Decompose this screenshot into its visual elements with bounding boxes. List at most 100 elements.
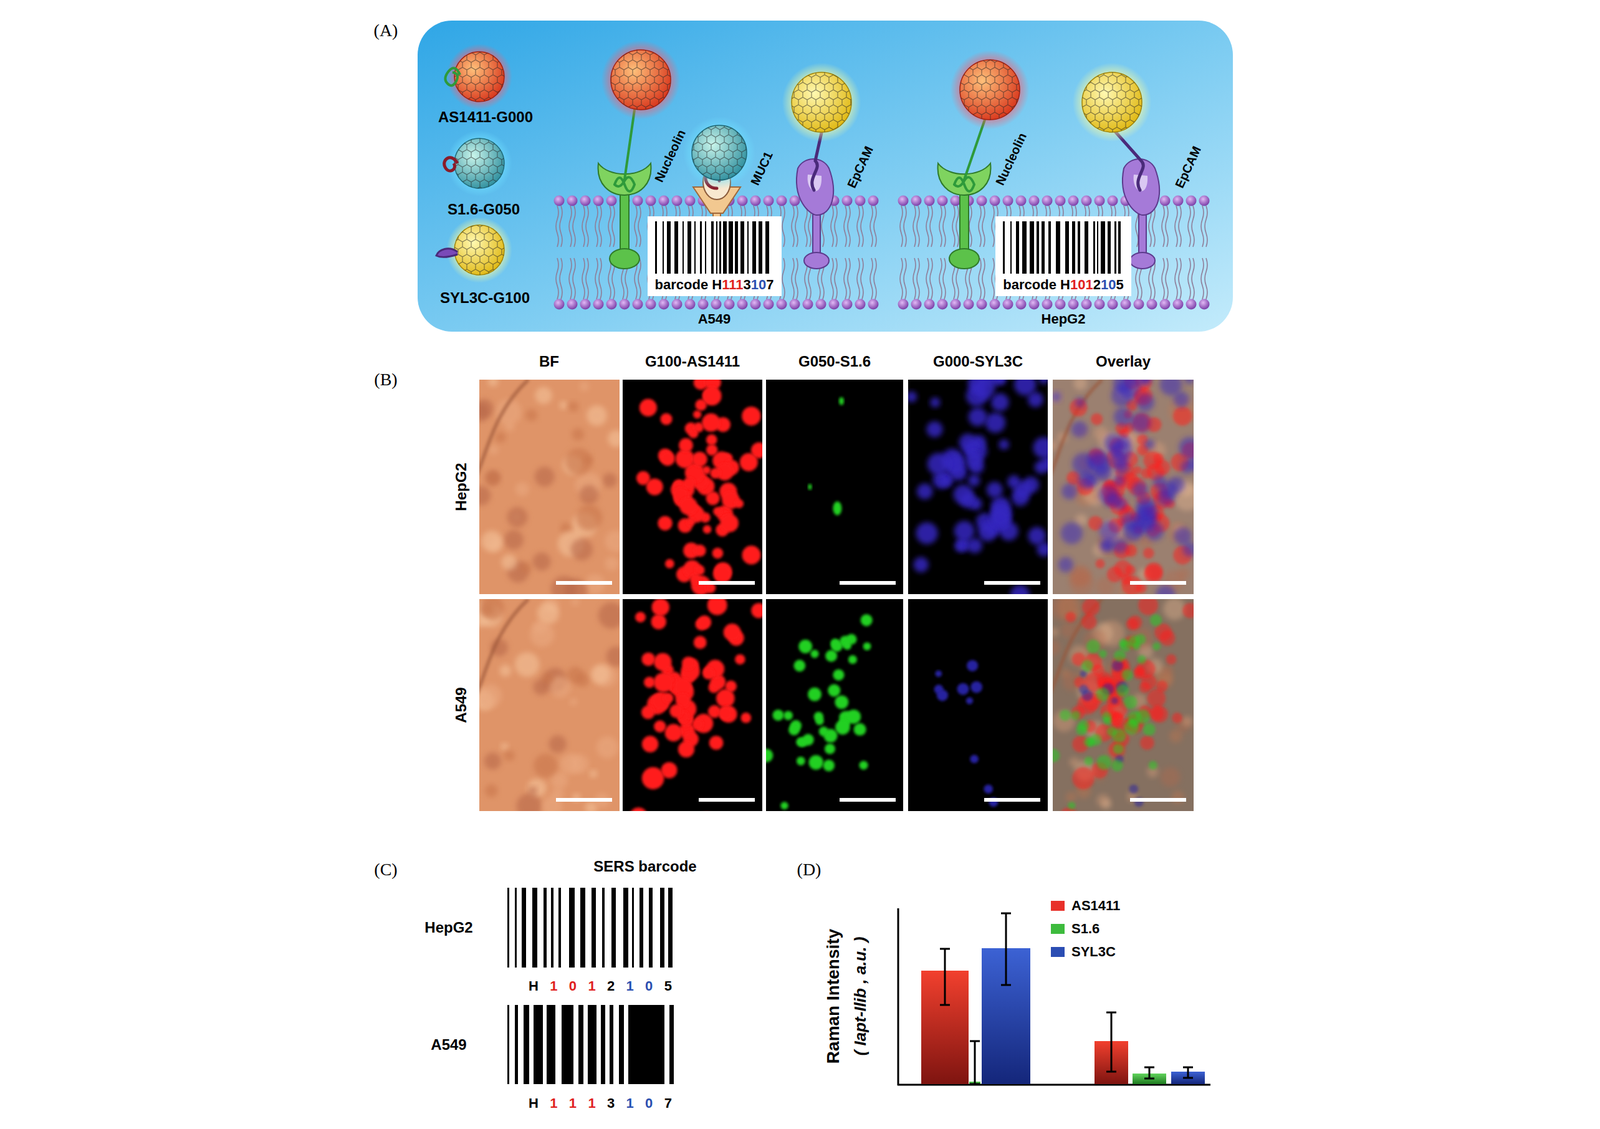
fluorescence-spot xyxy=(1116,684,1129,697)
text-label: A549 xyxy=(698,311,732,327)
aptamer-as1411 xyxy=(614,109,635,192)
barcode-bar xyxy=(687,221,692,274)
fluorescence-spot xyxy=(703,524,712,534)
lipid-tail xyxy=(634,205,638,247)
fluorescence-spot xyxy=(701,413,721,432)
barcode-bar xyxy=(716,221,718,274)
error-bar xyxy=(969,1040,980,1084)
lipid-tail xyxy=(860,258,864,300)
brightfield-texture xyxy=(503,749,515,762)
fluorescence-spot xyxy=(967,537,983,553)
brightfield-texture xyxy=(605,556,619,571)
text-label: G000-SYL3C xyxy=(933,353,1023,370)
lipid-tail xyxy=(834,258,838,300)
fluorescence-spot xyxy=(1119,640,1132,652)
fluorescence-spot xyxy=(934,670,942,677)
lipid-tail xyxy=(582,205,585,247)
particle-sphere xyxy=(1082,72,1142,133)
barcode-bar xyxy=(674,221,679,274)
particle-glow xyxy=(782,62,862,143)
fluorescence-spot xyxy=(1061,483,1078,500)
brightfield-texture xyxy=(534,466,555,487)
fluorescence-spot xyxy=(802,733,815,746)
fluorescence-spot xyxy=(814,711,824,722)
fluorescence-spot xyxy=(713,564,732,584)
barcode-bar xyxy=(1065,221,1069,274)
brightfield-texture xyxy=(486,471,500,485)
barcode-bar xyxy=(1022,221,1027,274)
lipid-tail xyxy=(952,205,955,247)
lipid-tail xyxy=(1174,205,1178,247)
text-label: EpCAM xyxy=(844,143,876,191)
lipid-head xyxy=(898,195,909,207)
lipid-tail xyxy=(795,258,798,300)
fluorescence-spot xyxy=(808,754,823,770)
fluorescence-spot xyxy=(1182,602,1194,618)
fluorescence-spot xyxy=(985,412,1006,434)
fluorescence-spot xyxy=(807,687,822,702)
lipid-head xyxy=(671,299,683,310)
fluorescence-spot xyxy=(1034,460,1048,474)
brightfield-texture xyxy=(569,697,578,706)
particle-mesh xyxy=(1082,72,1142,133)
fluorescence-spot xyxy=(673,678,692,697)
receptor-stem xyxy=(959,190,969,253)
fluorescence-spot xyxy=(965,451,983,469)
scale-bar xyxy=(839,580,896,585)
panel-letter: (D) xyxy=(797,860,822,880)
lipid-tail xyxy=(585,258,589,300)
lipid-tail xyxy=(929,258,933,300)
fluorescence-spot xyxy=(691,451,708,467)
fluorescence-spot xyxy=(954,521,975,542)
aptamer-as1411 xyxy=(954,119,985,192)
fluorescence-spot xyxy=(913,557,929,573)
text-label: Overlay xyxy=(1095,353,1151,370)
error-bar xyxy=(1001,913,1011,985)
lipid-tail xyxy=(969,205,972,247)
fluorescence-spot xyxy=(1159,379,1183,396)
fluorescence-spot xyxy=(1070,710,1081,720)
lipid-tail xyxy=(804,205,808,247)
fluorescence-spot xyxy=(1146,688,1166,708)
lipid-head xyxy=(632,299,644,310)
fluorescence-spot xyxy=(653,653,672,672)
fluorescence-spot xyxy=(1130,412,1152,434)
fluorescence-spot xyxy=(1060,522,1083,545)
legend-text: SYL3C xyxy=(1071,944,1116,960)
fluorescence-spot xyxy=(706,491,720,505)
lipid-tail xyxy=(860,205,864,247)
fluorescence-spot xyxy=(1121,669,1134,681)
fluorescence-spot xyxy=(1059,709,1071,721)
cell-boundary xyxy=(479,598,529,695)
fluorescence-spot xyxy=(720,513,739,532)
cell-boundary xyxy=(479,379,529,477)
fluorescence-spot xyxy=(679,496,698,515)
error-bar xyxy=(939,948,950,1005)
lipid-head xyxy=(1055,195,1066,207)
fluorescence-spot xyxy=(629,807,648,811)
lipid-head xyxy=(658,299,670,310)
lipid-head xyxy=(842,195,853,207)
lipid-tail xyxy=(555,258,559,300)
fluorescence-spot xyxy=(1113,474,1126,487)
barcode-bar xyxy=(533,1004,543,1084)
barcode-bar xyxy=(609,1004,614,1084)
receptor-stem xyxy=(812,208,821,259)
brightfield-texture xyxy=(559,400,568,409)
lipid-head xyxy=(567,195,578,207)
brightfield-texture xyxy=(579,381,590,392)
barcode-bar xyxy=(728,221,733,274)
fluorescence-spot xyxy=(1166,653,1177,665)
barcode-bar xyxy=(699,221,702,274)
brightfield-texture xyxy=(503,529,523,550)
fluorescence-spot xyxy=(835,719,851,735)
fluorescence-spot xyxy=(798,639,813,654)
lipid-head xyxy=(963,299,975,310)
barcode-bar xyxy=(550,887,554,968)
lipid-tail xyxy=(1165,258,1169,300)
fluorescence-spot xyxy=(657,516,672,531)
lipid-tail xyxy=(843,258,847,300)
lipid-head xyxy=(911,195,922,207)
brightfield-texture xyxy=(488,445,499,456)
